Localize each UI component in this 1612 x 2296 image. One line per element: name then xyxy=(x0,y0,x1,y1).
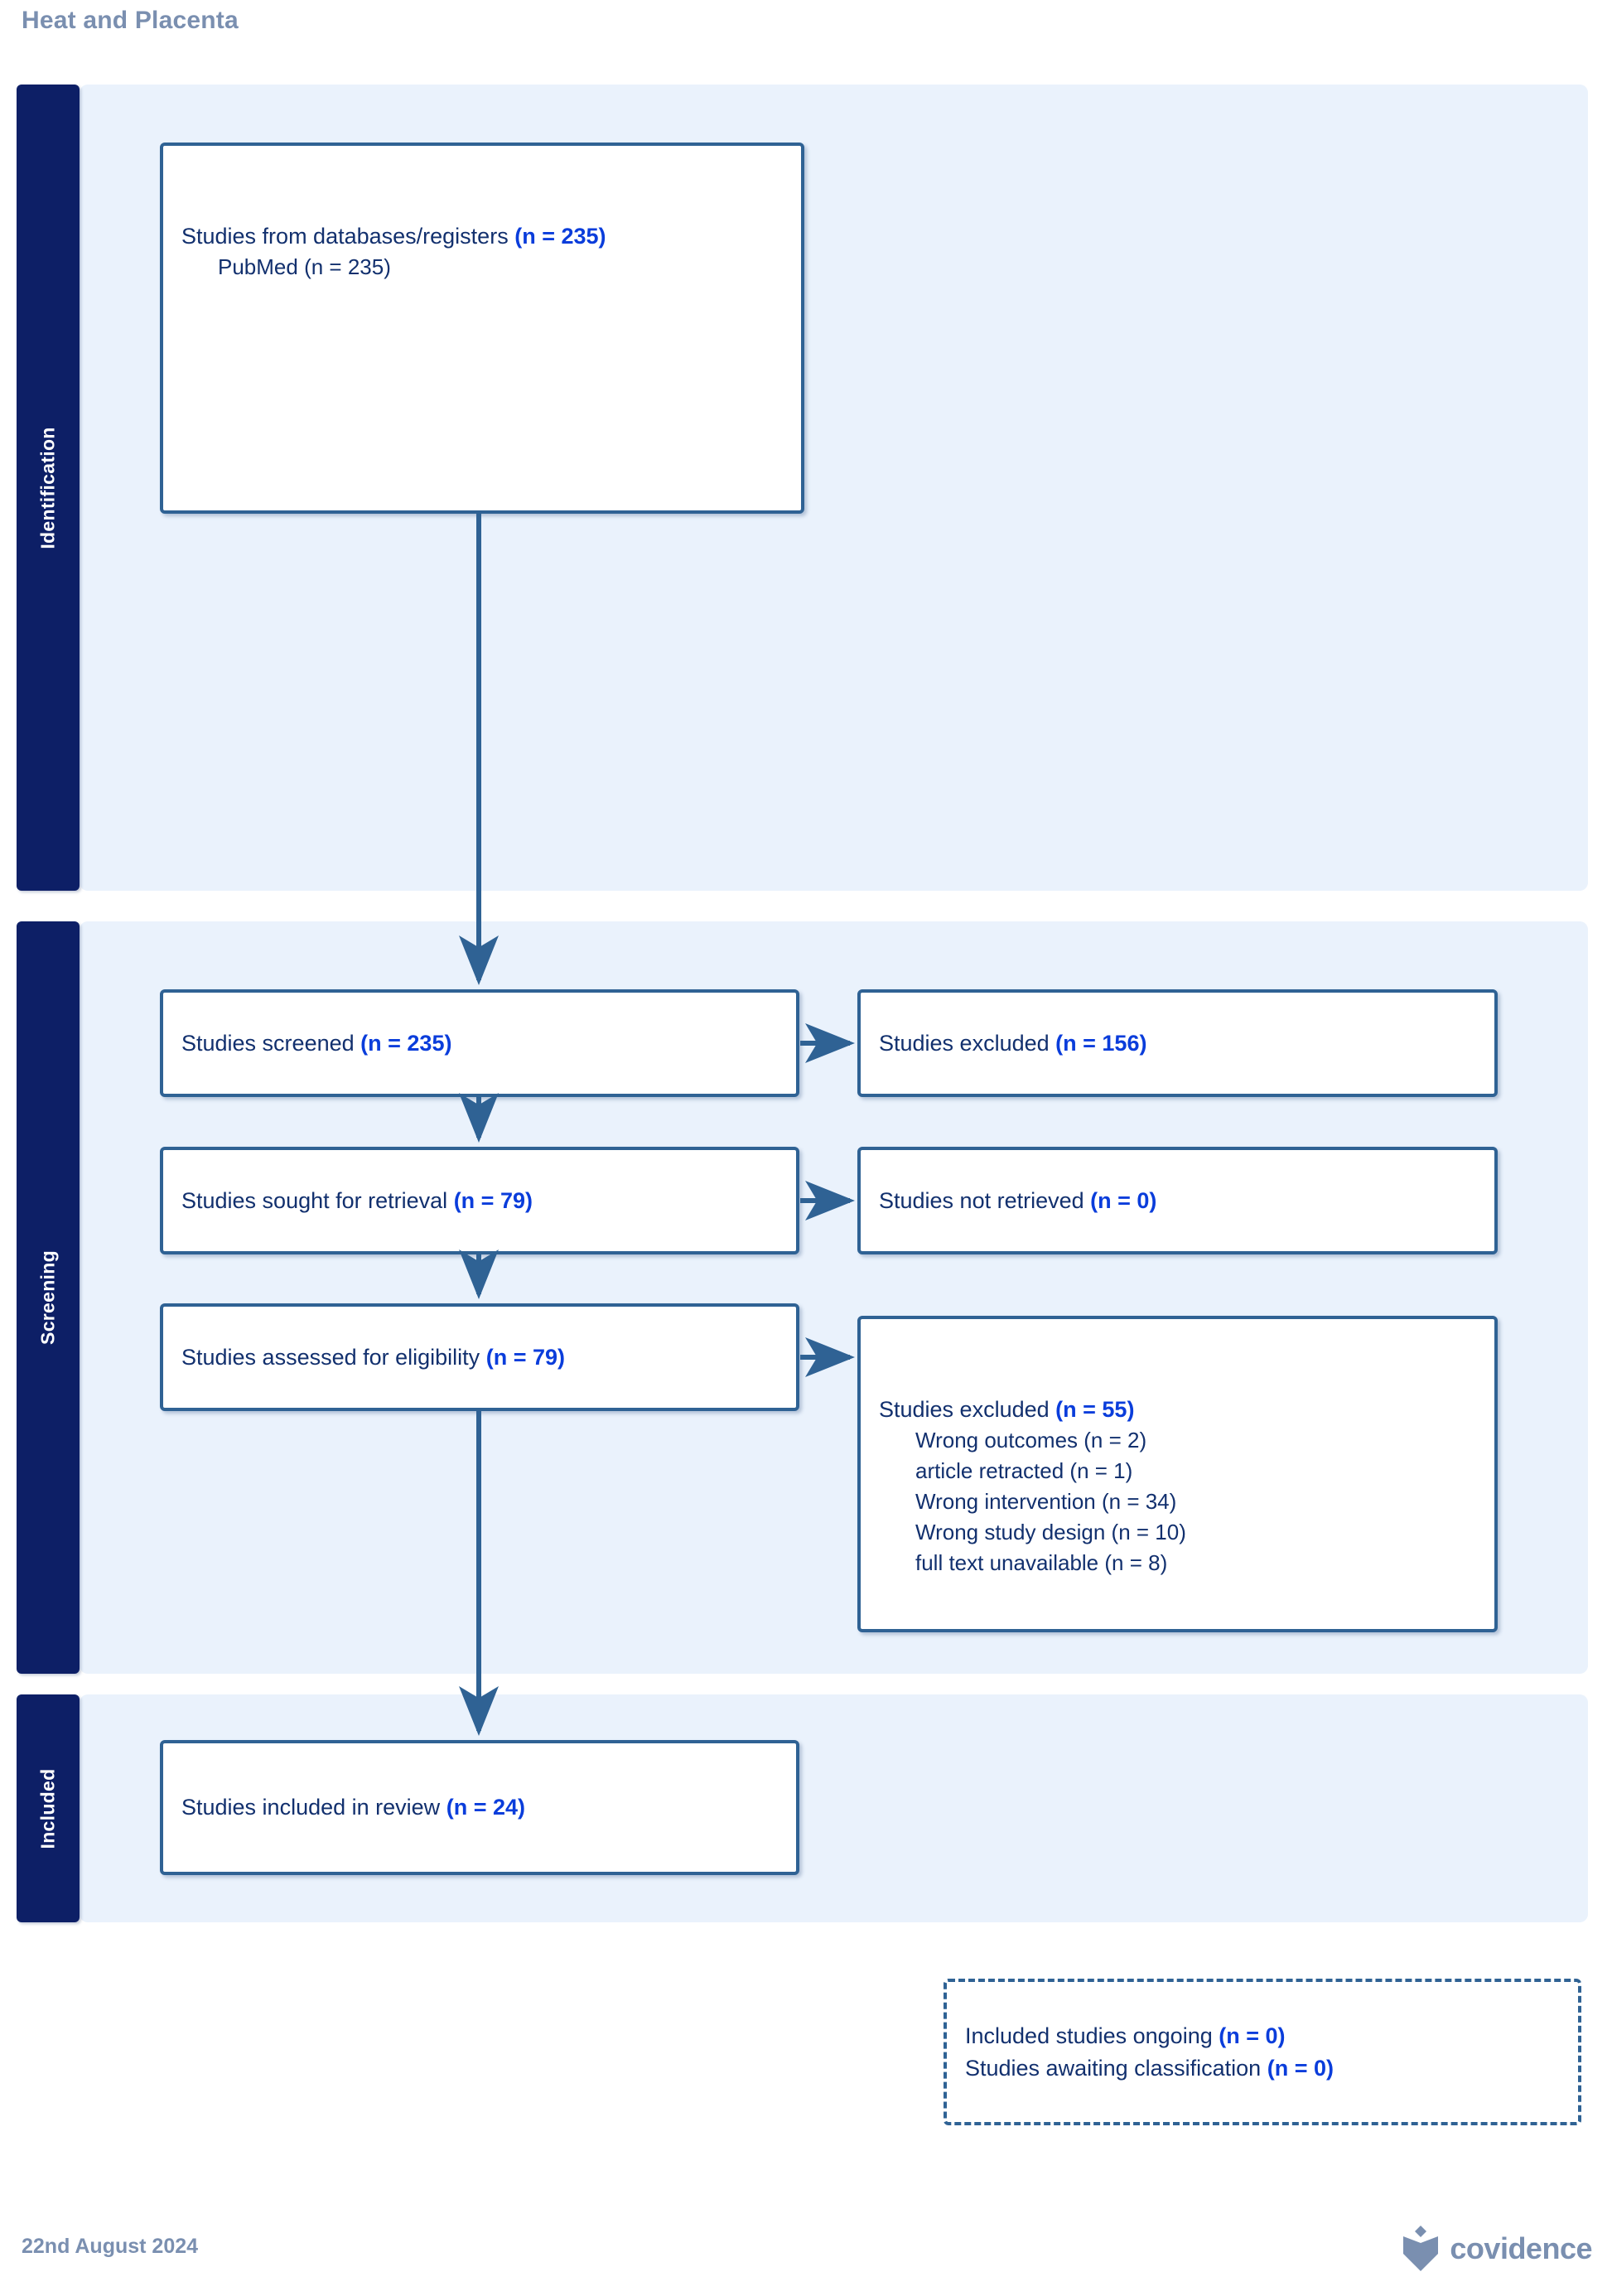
box-studies-assessed-for-eligibility-label: Studies assessed for eligibility (n = 79… xyxy=(181,1344,565,1370)
covidence-logo: covidence xyxy=(1402,2226,1592,2272)
box-studies-sought-for-retrieval-label: Studies sought for retrieval (n = 79) xyxy=(181,1187,533,1213)
box-studies-screened-label: Studies screened (n = 235) xyxy=(181,1030,452,1056)
stage-tab-identification: Identification xyxy=(17,85,80,891)
box-studies-excluded-screening-label: Studies excluded (n = 156) xyxy=(879,1030,1147,1056)
box-studies-sought-for-retrieval[interactable]: Studies sought for retrieval (n = 79) xyxy=(160,1147,799,1254)
box-studies-included-in-review-label: Studies included in review (n = 24) xyxy=(181,1795,525,1820)
box-studies-not-retrieved-label: Studies not retrieved (n = 0) xyxy=(879,1187,1157,1213)
box-identification-sources[interactable]: Studies from databases/registers (n = 23… xyxy=(160,143,804,514)
exclusion-reason-item: Wrong outcomes (n = 2) xyxy=(915,1428,1147,1453)
exclusion-reason-item: article retracted (n = 1) xyxy=(915,1458,1133,1484)
box-studies-excluded-eligibility-label: Studies excluded (n = 55) xyxy=(879,1397,1135,1422)
box-studies-included-in-review[interactable]: Studies included in review (n = 24) xyxy=(160,1740,799,1875)
box-studies-assessed-for-eligibility[interactable]: Studies assessed for eligibility (n = 79… xyxy=(160,1303,799,1411)
box-other-study-status[interactable]: Included studies ongoing (n = 0) Studies… xyxy=(944,1979,1581,2125)
box-identification-sources-subline: PubMed (n = 235) xyxy=(218,254,391,280)
box-studies-excluded-screening[interactable]: Studies excluded (n = 156) xyxy=(857,989,1498,1097)
exclusion-reason-item: Wrong intervention (n = 34) xyxy=(915,1489,1177,1515)
stage-tab-label-identification: Identification xyxy=(36,426,59,549)
other-status-awaiting: Studies awaiting classification (n = 0) xyxy=(965,2055,1334,2081)
stage-tab-label-included: Included xyxy=(36,1768,59,1849)
exclusion-reason-item: full text unavailable (n = 8) xyxy=(915,1549,1168,1575)
covidence-logo-text: covidence xyxy=(1450,2231,1592,2265)
footer-date: 22nd August 2024 xyxy=(22,2235,199,2258)
box-studies-screened[interactable]: Studies screened (n = 235) xyxy=(160,989,799,1097)
box-identification-sources-label: Studies from databases/registers (n = 23… xyxy=(181,224,606,249)
covidence-shield-icon xyxy=(1403,2226,1439,2271)
box-studies-not-retrieved[interactable]: Studies not retrieved (n = 0) xyxy=(857,1147,1498,1254)
stage-tab-label-screening: Screening xyxy=(36,1250,59,1345)
other-status-ongoing: Included studies ongoing (n = 0) xyxy=(965,2023,1286,2049)
box-studies-excluded-eligibility[interactable]: Studies excluded (n = 55) Wrong outcomes… xyxy=(857,1316,1498,1632)
stage-tab-screening: Screening xyxy=(17,921,80,1674)
stage-tab-included: Included xyxy=(17,1694,80,1922)
page-title: Heat and Placenta xyxy=(22,7,239,34)
exclusion-reason-item: Wrong study design (n = 10) xyxy=(915,1520,1186,1545)
